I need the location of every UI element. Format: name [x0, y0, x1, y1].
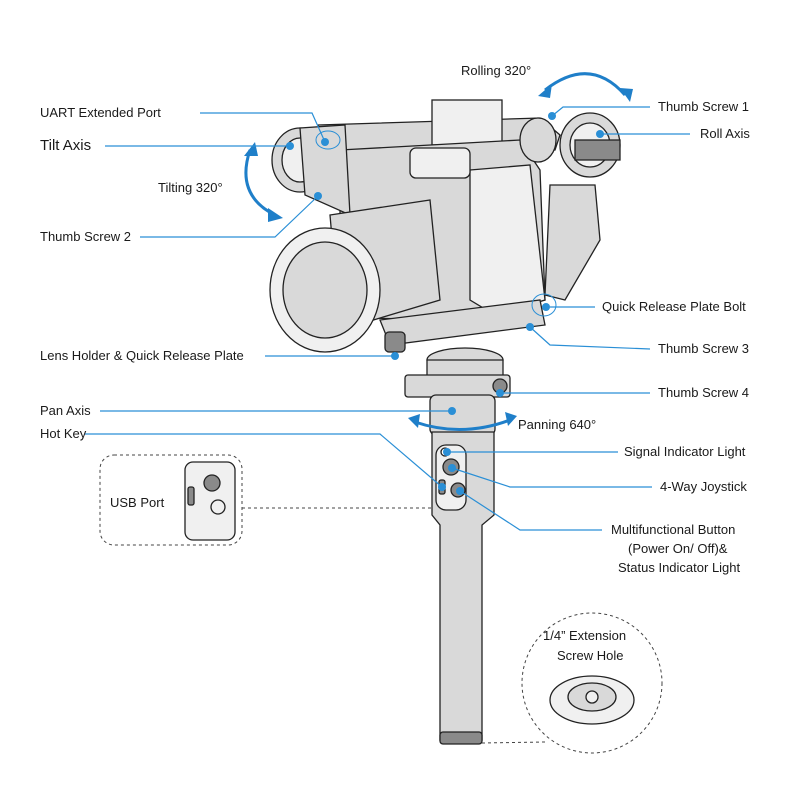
camera-hotshoe — [431, 99, 503, 146]
usb-port-inset — [99, 454, 432, 546]
gimbal-illustration — [269, 99, 621, 745]
label-roll-axis: Roll Axis — [700, 126, 750, 141]
label-pan-axis: Pan Axis — [40, 403, 91, 418]
label-panning: Panning 640° — [518, 417, 596, 432]
label-lens-holder: Lens Holder & Quick Release Plate — [40, 348, 244, 363]
label-signal-light: Signal Indicator Light — [624, 444, 746, 459]
vertical-arm — [544, 184, 601, 301]
control-panel — [435, 444, 467, 511]
label-uart: UART Extended Port — [40, 105, 161, 120]
tilting-arrow — [244, 149, 276, 217]
label-usb-port: USB Port — [110, 495, 165, 510]
label-extension-2: Screw Hole — [557, 648, 623, 663]
label-tilting: Tilting 320° — [158, 180, 223, 195]
labels: Rolling 320° UART Extended Port Tilt Axi… — [40, 63, 750, 663]
label-quick-release-bolt: Quick Release Plate Bolt — [602, 299, 746, 314]
label-joystick: 4-Way Joystick — [660, 479, 747, 494]
extension-screw-inset — [481, 612, 663, 754]
label-hot-key: Hot Key — [40, 426, 87, 441]
panning-arrow — [414, 418, 511, 431]
label-extension-1: 1/4” Extension — [543, 628, 626, 643]
label-thumb-screw-2: Thumb Screw 2 — [40, 229, 131, 244]
label-tilt-axis: Tilt Axis — [40, 137, 91, 154]
label-thumb-screw-4: Thumb Screw 4 — [658, 385, 749, 400]
roll-bracket — [574, 139, 621, 161]
label-multi-button-3: Status Indicator Light — [618, 560, 741, 575]
camera-viewfinder — [409, 147, 471, 179]
leader-lines — [85, 106, 690, 531]
rolling-arrow — [544, 72, 627, 96]
rotation-arrows — [244, 72, 633, 431]
handle-base — [439, 731, 483, 745]
label-thumb-screw-3: Thumb Screw 3 — [658, 341, 749, 356]
label-rolling: Rolling 320° — [461, 63, 531, 78]
label-thumb-screw-1: Thumb Screw 1 — [658, 99, 749, 114]
usb-port-icon — [187, 486, 195, 506]
lens-holder-knob — [384, 331, 406, 353]
screw-hole-icon — [585, 690, 599, 704]
label-multi-button-2: (Power On/ Off)& — [628, 541, 728, 556]
label-multi-button-1: Multifunctional Button — [611, 522, 735, 537]
